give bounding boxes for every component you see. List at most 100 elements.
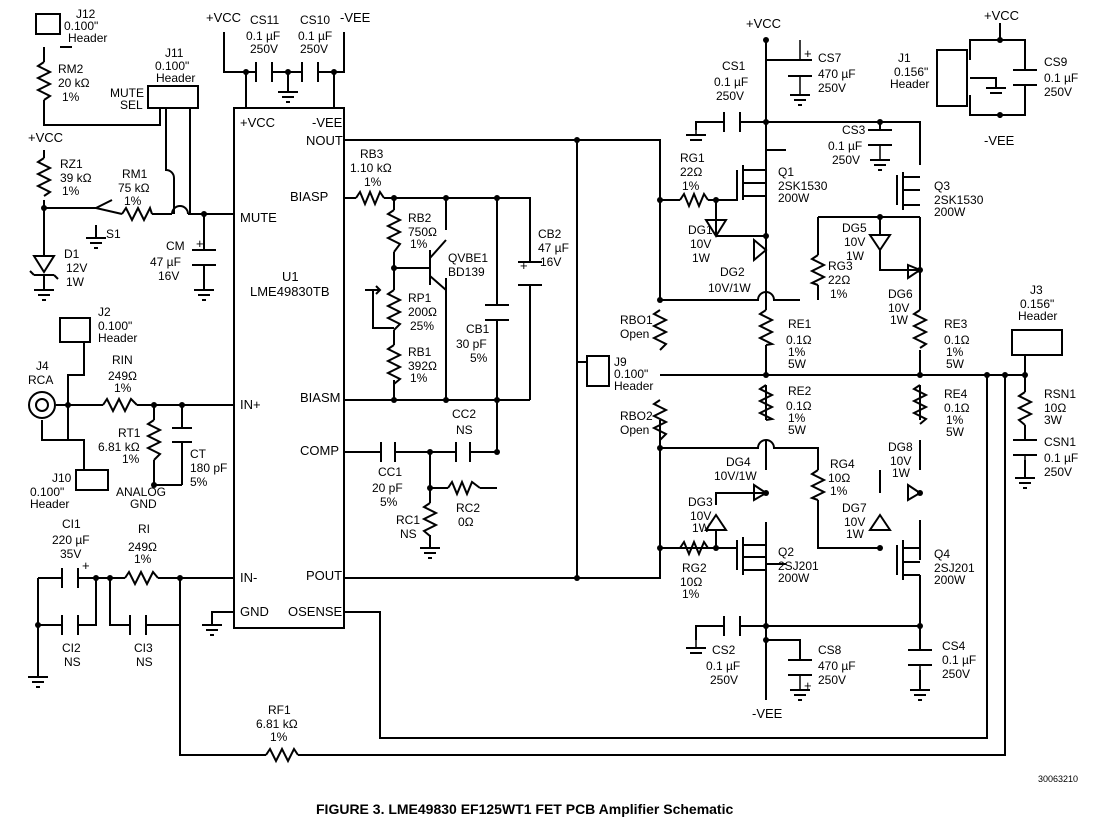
label-ci2-ns: NS (64, 655, 81, 669)
label-ri-tol: 1% (134, 552, 152, 566)
capacitor-cs11 (255, 62, 273, 82)
label-cc1-tol: 5% (380, 495, 398, 509)
label-rb2-val: 750Ω (408, 225, 437, 239)
label-cs7-ref: CS7 (818, 51, 842, 65)
label-cb2-ref: CB2 (538, 227, 562, 241)
label-j11-size: 0.100" (155, 59, 189, 73)
label-q3-pwr: 200W (934, 205, 966, 219)
label-ct-tol: 5% (190, 475, 208, 489)
label-re1-pwr: 5W (788, 357, 807, 371)
zener-dg6 (907, 263, 923, 280)
zener-dg8 (907, 483, 922, 502)
resistor-re4 (911, 384, 929, 425)
label-d1-volt: 12V (66, 261, 87, 275)
label-j2-ref: J2 (98, 305, 111, 319)
label-rm1-ref: RM1 (122, 167, 148, 181)
label-rc1-ref: RC1 (396, 513, 420, 527)
capacitor-ci2 (61, 615, 79, 635)
label-dg8-pwr: 1W (892, 466, 911, 480)
label-cs4-val: 0.1 µF (942, 653, 976, 667)
pin-pout: POUT (306, 568, 342, 583)
ground-symbol (1015, 477, 1035, 489)
ground-symbol (86, 237, 106, 249)
label-re1-val: 0.1Ω (786, 333, 812, 347)
label-dg4-ref: DG4 (726, 455, 751, 469)
ground-symbol (420, 547, 440, 559)
rca-jack (28, 391, 56, 419)
label-rsn1-val: 10Ω (1044, 401, 1066, 415)
label-ci2-ref: CI2 (62, 641, 81, 655)
label-re1-ref: RE1 (788, 317, 812, 331)
label-cs11-ref: CS11 (250, 13, 279, 27)
pin-inm: IN- (240, 570, 257, 585)
label-re2-val: 0.1Ω (786, 399, 812, 413)
label-rg4-val: 10Ω (828, 471, 850, 485)
resistor-rc1 (421, 502, 439, 537)
figure-caption: FIGURE 3. LME49830 EF125WT1 FET PCB Ampl… (316, 801, 733, 817)
label-rp1-val: 200Ω (408, 305, 437, 319)
label-rc2-ref: RC2 (456, 501, 480, 515)
capacitor-cc1 (380, 442, 396, 462)
label-re3-pwr: 5W (946, 357, 965, 371)
label-j1-type: Header (890, 77, 929, 91)
rail-vee-label: -VEE (340, 10, 371, 25)
resistor-re1 (757, 309, 776, 346)
capacitor-ct (172, 427, 192, 443)
zener-dg7 (868, 513, 892, 531)
mosfet-q4 (896, 540, 920, 580)
pin-mute: MUTE (240, 210, 277, 225)
label-rt1-ref: RT1 (118, 426, 141, 440)
label-cb1-val: 30 pF (456, 337, 487, 351)
resistor-rg3 (809, 254, 827, 286)
ground-symbol (34, 289, 54, 301)
capacitor-cb2 (518, 261, 542, 286)
label-dg4-val: 10V/1W (714, 469, 757, 483)
label-dg5-pwr: 1W (846, 249, 865, 263)
label-j12-ref: J12 (76, 7, 96, 21)
label-rin-ref: RIN (112, 353, 133, 367)
pin-biasm: BIASM (300, 390, 340, 405)
label-cm-volt: 16V (158, 269, 179, 283)
capacitor-cb1 (485, 304, 509, 321)
label-cb1-tol: 5% (470, 351, 488, 365)
ic-part: LME49830TB (250, 284, 330, 299)
component-symbols: + + + + + (28, 13, 1063, 764)
label-cs4-volt: 250V (942, 667, 970, 681)
label-re3-val: 0.1Ω (944, 333, 970, 347)
resistor-rg4 (809, 469, 827, 501)
label-cs3-ref: CS3 (842, 123, 866, 137)
label-j10-size: 0.100" (30, 485, 64, 499)
label-cs8-volt: 250V (818, 673, 846, 687)
label-j9-size: 0.100" (614, 367, 648, 381)
label-ci1-val: 220 µF (52, 533, 90, 547)
resistor-rb1 (385, 344, 403, 385)
label-cm-val: 47 µF (150, 255, 181, 269)
label-cs2-val: 0.1 µF (706, 659, 740, 673)
header-j3 (1011, 329, 1063, 356)
label-rg4-ref: RG4 (830, 457, 855, 471)
zener-d1 (29, 255, 59, 280)
mosfet-q1 (736, 165, 766, 200)
capacitor-cs9 (1013, 69, 1037, 86)
label-rb2-tol: 1% (410, 237, 428, 251)
switch-s1 (95, 199, 113, 238)
label-qvbe1-ref: QVBE1 (448, 251, 488, 265)
ground-symbol (278, 91, 298, 103)
label-dg1-volt: 10V (690, 237, 711, 251)
pin-nout: NOUT (306, 133, 343, 148)
ground-symbol (194, 289, 214, 301)
label-re2-ref: RE2 (788, 384, 812, 398)
label-dg6-pwr: 1W (890, 313, 909, 327)
label-rz1-tol: 1% (62, 184, 80, 198)
label-j3-size: 0.156" (1020, 297, 1054, 311)
label-j10-type: Header (30, 497, 69, 511)
capacitor-cc2 (455, 442, 471, 462)
label-d1-pwr: 1W (66, 275, 85, 289)
label-re1-tol: 1% (788, 345, 806, 359)
label-cb1-ref: CB1 (466, 322, 490, 336)
label-qvbe1-part: BD139 (448, 265, 485, 279)
label-cs11-volt: 250V (250, 42, 278, 56)
label-cs8-val: 470 µF (818, 659, 856, 673)
capacitor-cs8 (788, 659, 812, 676)
label-cs7-volt: 250V (818, 81, 846, 95)
